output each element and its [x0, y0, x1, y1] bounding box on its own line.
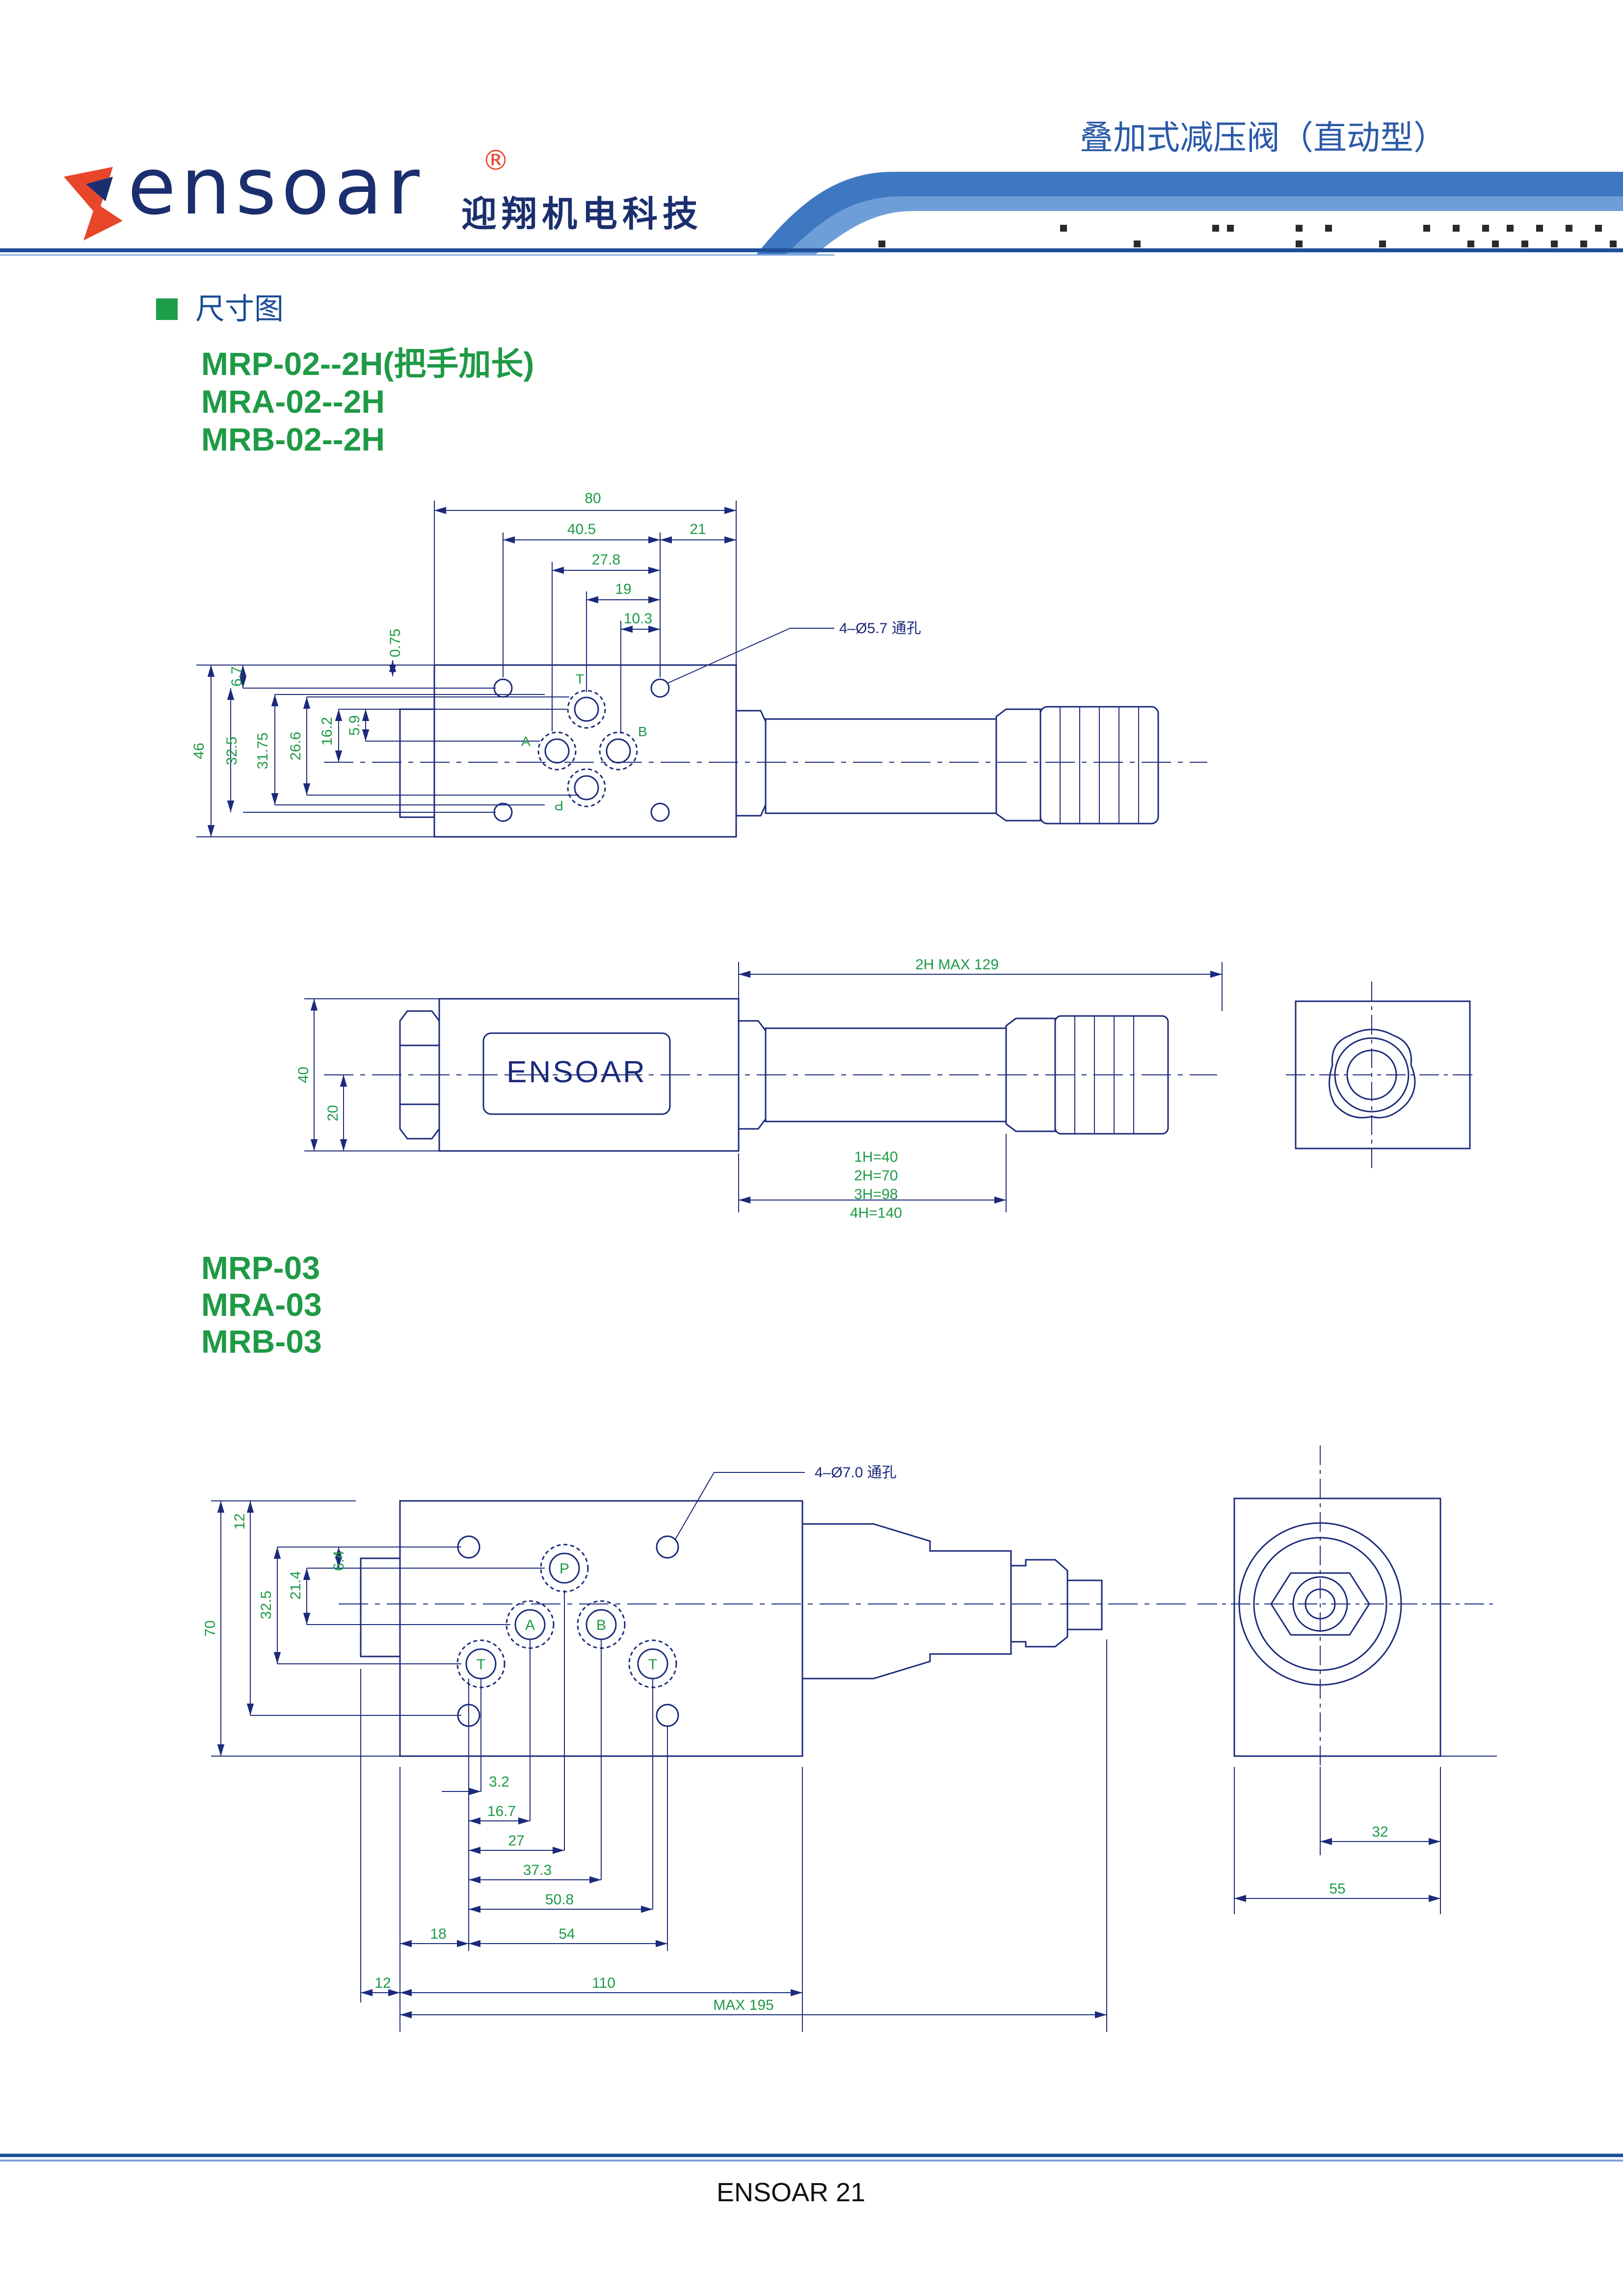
- dim-label: 27: [508, 1833, 524, 1849]
- dim-label: 40: [295, 1067, 312, 1083]
- dim-label: 6.7: [229, 666, 245, 687]
- logo-icon: [64, 167, 123, 240]
- dim-label: 6.4: [331, 1550, 347, 1571]
- dim-label: 10.3: [624, 611, 652, 627]
- section-bullet-icon: [156, 298, 178, 320]
- dim-label: 32.5: [258, 1591, 274, 1619]
- drawing-03-labels: 4–Ø7.0 通孔 12 6.4 21.4 32.5 70 3.2 16.7 2…: [202, 1465, 1388, 2013]
- dim-label: 3.2: [489, 1774, 509, 1790]
- dim-label: 20: [325, 1105, 341, 1121]
- drawing-02-dim-labels: 80 40.5 21 27.8 19 10.3 4–Ø5.7 通孔 46 32.…: [191, 490, 921, 770]
- drawing-02-port-labels: T A B P: [521, 671, 647, 813]
- page-footer: ENSOAR 21: [717, 2178, 866, 2207]
- dim-label: 37.3: [523, 1862, 552, 1878]
- dim-label: 54: [559, 1926, 575, 1942]
- brand-plate: ENSOAR: [506, 1055, 647, 1089]
- model-label: MRA-03: [201, 1286, 322, 1323]
- dim-label: 18: [430, 1926, 446, 1942]
- dim-label: 50.8: [545, 1892, 574, 1908]
- drawing-02-side-dimensions: [304, 962, 1223, 1212]
- company-name: 迎翔机电科技: [461, 193, 703, 235]
- drawing-02-top-view: [324, 664, 1207, 838]
- dim-label: 12: [374, 1975, 391, 1991]
- dim-label: 21.4: [288, 1571, 304, 1600]
- header-graphic: [0, 167, 1623, 256]
- port-label: T: [576, 671, 584, 687]
- dim-label: 40.5: [567, 521, 596, 537]
- port-label: P: [554, 798, 563, 813]
- dim-label: 32.5: [224, 737, 240, 765]
- holes-note: 4–Ø5.7 通孔: [839, 620, 921, 637]
- drawing-02-side-view: [324, 982, 1477, 1168]
- port-label: T: [648, 1656, 657, 1673]
- port-label: B: [596, 1617, 606, 1633]
- model-label: MRP-03: [201, 1250, 320, 1286]
- dim-label: 21: [690, 521, 706, 537]
- drawing-02-dimensions: [196, 501, 834, 837]
- drawing-02-side-labels: 2H MAX 129 40 20 1H=40 2H=70 3H=98 4H=14…: [295, 957, 999, 1221]
- dim-label: 80: [585, 490, 601, 507]
- dim-label: 70: [202, 1620, 218, 1636]
- dim-label: 16.2: [319, 717, 335, 746]
- port-label: P: [559, 1561, 569, 1577]
- dim-label: 5.9: [346, 715, 363, 736]
- handle-length: 3H=98: [854, 1186, 898, 1202]
- port-label: T: [477, 1656, 485, 1673]
- handle-length: 2H=70: [854, 1168, 898, 1184]
- length-label: 2H MAX 129: [915, 957, 999, 973]
- drawing-03-top-view: [339, 1445, 1497, 1767]
- dim-label: 0.75: [387, 629, 403, 657]
- port-label: B: [638, 724, 647, 739]
- dim-label: 32: [1372, 1824, 1388, 1840]
- drawing-03-dimensions: [211, 1472, 1497, 2032]
- dim-label: MAX 195: [713, 1997, 773, 2013]
- section-heading: 尺寸图: [195, 292, 284, 326]
- model-label: MRB-03: [201, 1323, 322, 1360]
- port-label: A: [525, 1617, 535, 1633]
- dim-label: 26.6: [288, 732, 304, 760]
- holes-note: 4–Ø7.0 通孔: [815, 1465, 897, 1481]
- dim-label: 46: [191, 743, 207, 759]
- drawing-03-port-labels: P A B T T: [477, 1561, 657, 1673]
- page-title: 叠加式减压阀（直动型）: [1080, 119, 1447, 158]
- dim-label: 110: [592, 1975, 615, 1991]
- dim-label: 27.8: [592, 552, 620, 568]
- model-label: MRB-02--2H: [201, 421, 385, 457]
- dim-label: 16.7: [487, 1803, 516, 1819]
- dim-label: 19: [615, 581, 631, 597]
- registered-mark: ®: [482, 145, 509, 177]
- model-label: MRP-02--2H(把手加长): [201, 346, 534, 382]
- dim-label: 55: [1329, 1881, 1345, 1897]
- model-label: MRA-02--2H: [201, 383, 385, 420]
- logo-wordmark: ensoar: [128, 140, 425, 232]
- handle-length: 1H=40: [854, 1149, 898, 1165]
- dim-label: 12: [232, 1513, 248, 1529]
- port-label: A: [521, 734, 531, 749]
- dim-label: 31.75: [255, 732, 271, 769]
- handle-length: 4H=140: [850, 1205, 902, 1221]
- footer-rule: [0, 2154, 1623, 2157]
